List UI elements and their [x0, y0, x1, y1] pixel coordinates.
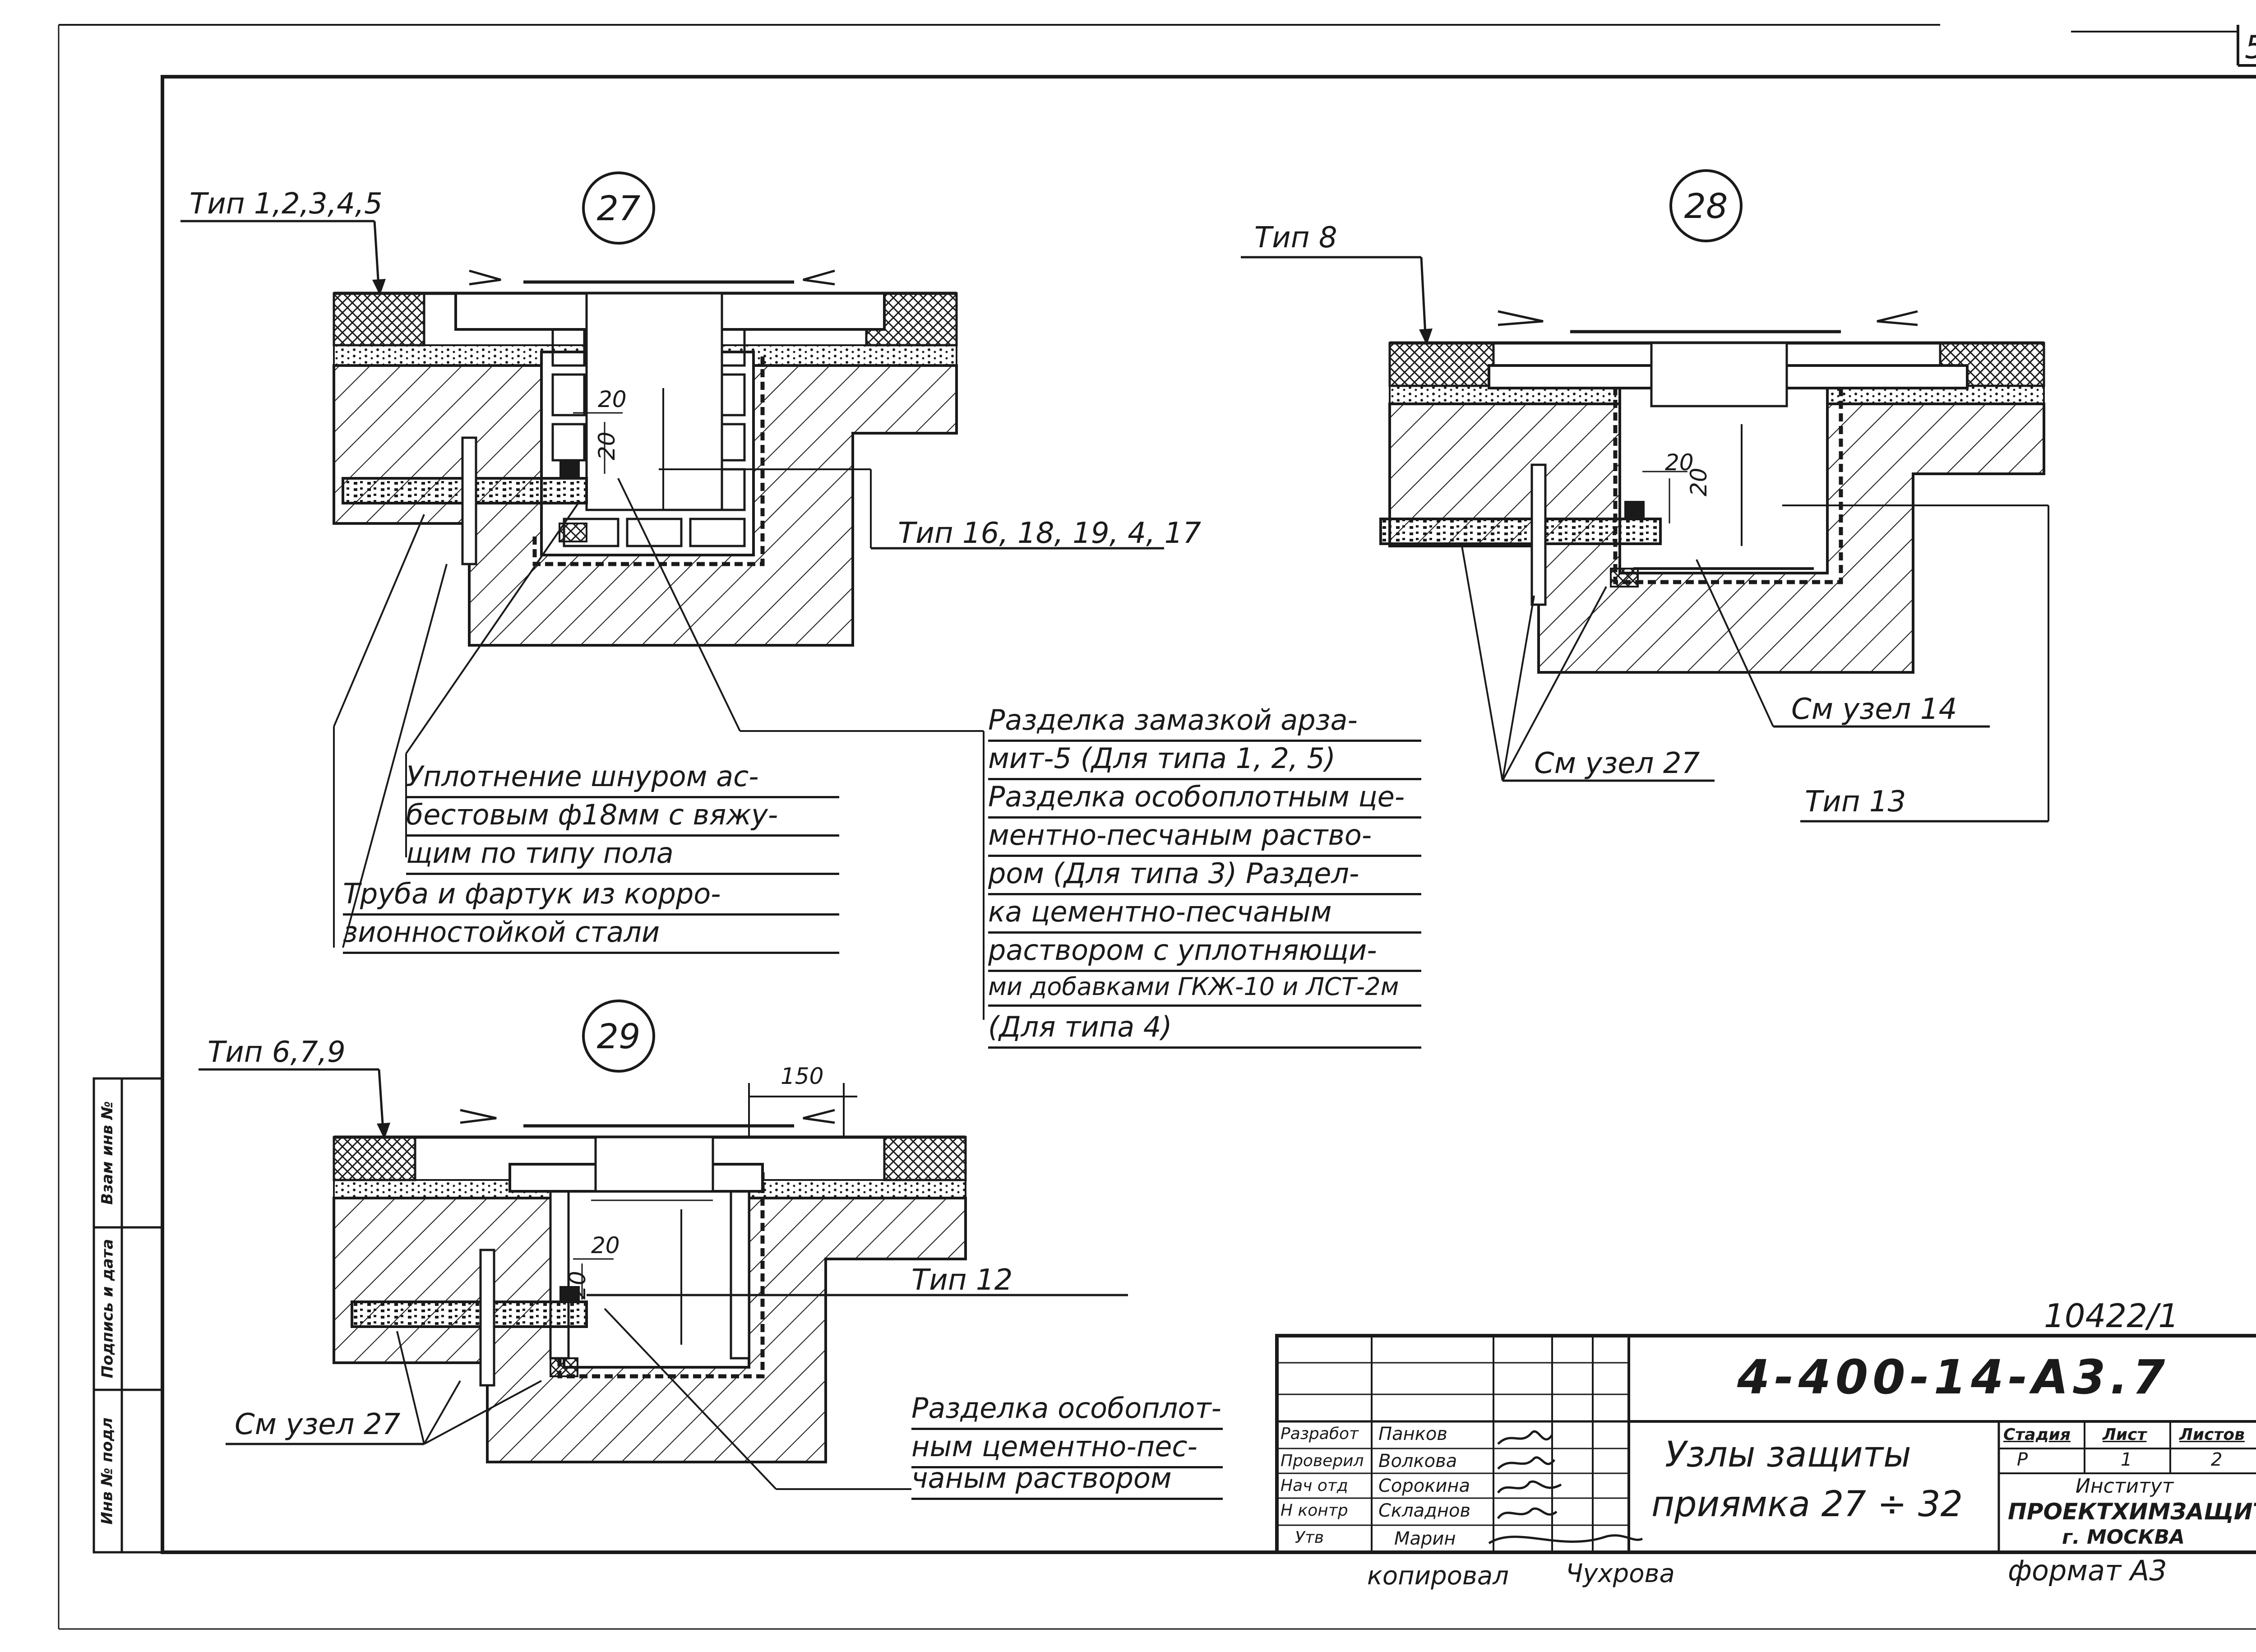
- tb-name: Волкова: [1378, 1451, 1457, 1472]
- page-number: 56: [2245, 32, 2256, 63]
- detail-29-ref-node-27: См узел 27: [235, 1408, 401, 1441]
- note-seal-line: бестовым ф18мм с вяжу-: [406, 801, 839, 837]
- org-line1: Институт: [2076, 1475, 2174, 1498]
- sheet-label: Лист: [2103, 1425, 2147, 1444]
- copied-label: копировал: [1367, 1561, 1509, 1591]
- note-joint-line: ка цементно-песчаным: [988, 898, 1421, 934]
- detail-28-dim-b: 20: [1686, 467, 1712, 496]
- detail-27-type-top: Тип 1,2,3,4,5: [190, 187, 383, 221]
- detail-27-type-right: Тип 16, 18, 19, 4, 17: [898, 517, 1202, 550]
- note-pipe-line: Труба и фартук из корро-: [343, 880, 839, 916]
- sheets-label: Листов: [2179, 1425, 2245, 1444]
- sheets-value: 2: [2211, 1449, 2223, 1470]
- sheet-format: формат А3: [2008, 1554, 2167, 1587]
- detail-28-type-top: Тип 8: [1254, 221, 1337, 255]
- detail-29-dim-a: 20: [591, 1232, 620, 1259]
- detail-28-drawing: [1241, 256, 2049, 823]
- org-line2: ПРОЕКТХИМЗАЩИТА: [2008, 1499, 2256, 1525]
- page-number-box: [2237, 25, 2256, 67]
- side-stamp-sign-date: Подпись и дата: [98, 1239, 117, 1379]
- drawing-number: 10422/1: [2044, 1297, 2179, 1335]
- note-joint-29-line: Разделка особоплот-: [911, 1394, 1223, 1430]
- note-joint-line: (Для типа 4): [988, 1013, 1421, 1049]
- tb-name: Сорокина: [1378, 1476, 1470, 1496]
- sheet-title-line2: приямка 27 ÷ 32: [1651, 1484, 1963, 1525]
- sheet-title-line1: Узлы защиты: [1665, 1435, 1911, 1475]
- detail-27-dim-a: 20: [598, 386, 627, 412]
- detail-29-drawing: [199, 1068, 1128, 1490]
- detail-29-number: 29: [582, 1000, 655, 1073]
- tb-name: Панков: [1378, 1424, 1447, 1444]
- tb-role: Н контр: [1281, 1501, 1348, 1520]
- sheet-value: 1: [2121, 1449, 2132, 1470]
- detail-28-dim-a: 20: [1665, 449, 1694, 476]
- note-joint-line: Разделка замазкой арза-: [988, 706, 1421, 742]
- detail-28-number: 28: [1669, 169, 1743, 242]
- note-joint-29-line: ным цементно-пес-: [911, 1433, 1223, 1468]
- tb-role: Проверил: [1281, 1452, 1364, 1470]
- stage-label: Стадия: [2003, 1425, 2071, 1444]
- signatures: [1488, 1430, 1643, 1545]
- detail-27-dim-b: 20: [594, 431, 620, 460]
- side-stamp-inv-repl: Взам инв №: [98, 1101, 117, 1205]
- stage-value: Р: [2017, 1449, 2028, 1470]
- tb-role: Нач отд: [1281, 1476, 1348, 1495]
- note-seal-line: Уплотнение шнуром ас-: [406, 763, 839, 798]
- note-joint-line: мит-5 (Для типа 1, 2, 5): [988, 745, 1421, 780]
- document-code: 4-400-14-А3.7: [1737, 1350, 2170, 1405]
- detail-28-ref-node-14: См узел 14: [1791, 693, 1957, 726]
- side-stamp-grid: [92, 1077, 164, 1554]
- tb-role: Утв: [1295, 1528, 1324, 1547]
- detail-29-dim-b: 20: [564, 1271, 591, 1300]
- note-joint-line: ментно-песчаным раство-: [988, 821, 1421, 857]
- detail-29-type-top: Тип 6,7,9: [208, 1036, 346, 1069]
- note-pipe-line: зионностойкой стали: [343, 918, 839, 954]
- note-joint-line: Разделка особоплотным це-: [988, 783, 1421, 819]
- detail-27-number: 27: [582, 171, 655, 245]
- tb-name: Марин: [1394, 1528, 1456, 1549]
- note-joint-29-line: чаным раствором: [911, 1464, 1223, 1500]
- copied-by: Чухрова: [1566, 1559, 1675, 1588]
- note-joint-line: раствором с уплотняющи-: [988, 936, 1421, 972]
- side-stamp-inv-orig: Инв № подл: [98, 1417, 117, 1525]
- detail-29-type-right: Тип 12: [911, 1263, 1013, 1297]
- tb-name: Складнов: [1378, 1500, 1471, 1521]
- detail-28-type-bottom: Тип 13: [1805, 785, 1906, 819]
- note-joint-line: ми добавками ГКЖ-10 и ЛСТ-2м: [988, 975, 1421, 1007]
- detail-27-drawing: [180, 220, 1164, 1020]
- sheet-frame: [58, 24, 2256, 1630]
- org-line3: г. МОСКВА: [2062, 1526, 2185, 1549]
- detail-28-ref-node-27: См узел 27: [1534, 747, 1700, 780]
- note-joint-line: ром (Для типа 3) Раздел-: [988, 860, 1421, 895]
- title-block-grid: [1275, 1334, 2256, 1554]
- detail-29-dim-top: 150: [781, 1063, 824, 1089]
- note-seal-line: щим по типу пола: [406, 839, 839, 875]
- tb-role: Разработ: [1281, 1425, 1359, 1443]
